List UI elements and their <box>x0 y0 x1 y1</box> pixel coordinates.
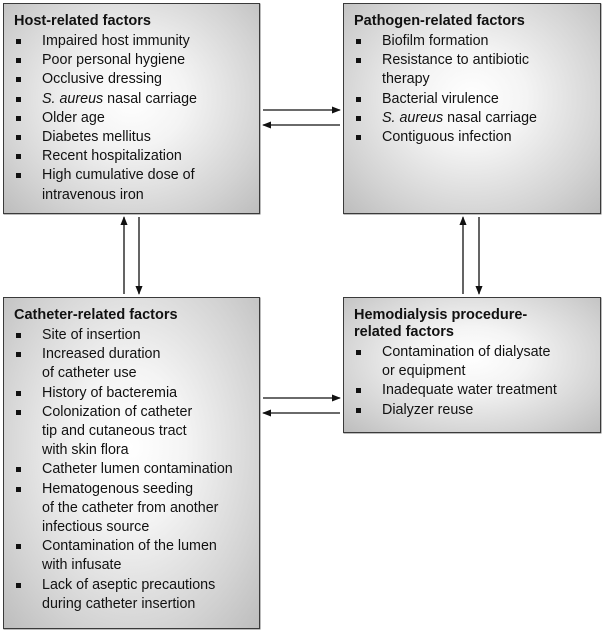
host-factors-box: Host-related factors Impaired host immun… <box>3 3 260 214</box>
bullet-icon <box>16 333 21 338</box>
bullet-icon <box>16 96 21 102</box>
list-item: Site of insertion <box>14 326 251 345</box>
list-item: Older age <box>14 109 251 128</box>
catheter-factors-title: Catheter-related factors <box>14 307 178 323</box>
list-item: History of bacteremia <box>14 384 251 403</box>
bullet-icon <box>16 544 21 550</box>
bullet-icon <box>16 58 21 64</box>
bullet-icon <box>356 135 361 141</box>
list-item: Poor personal hygiene <box>14 51 251 70</box>
hemodialysis-factors-box: Hemodialysis procedure-related factors C… <box>343 297 601 433</box>
bullet-icon <box>16 390 21 396</box>
bullet-icon <box>356 58 361 64</box>
list-item: Dialyzer reuse <box>354 401 592 420</box>
bullet-icon <box>356 96 361 102</box>
pathogen-factors-list: Biofilm formation Resistance to antibiot… <box>354 32 592 147</box>
list-item: Bacterial virulence <box>354 90 592 109</box>
list-item: Occlusive dressing <box>14 70 251 89</box>
bullet-icon <box>16 352 21 358</box>
list-item: Impaired host immunity <box>14 32 251 51</box>
bullet-icon <box>16 115 21 121</box>
bullet-icon <box>16 486 21 492</box>
list-item: Contiguous infection <box>354 128 592 147</box>
bullet-icon <box>16 173 21 179</box>
bullet-icon <box>16 135 21 141</box>
bullet-icon <box>16 77 21 83</box>
pathogen-factors-box: Pathogen-related factors Biofilm formati… <box>343 3 601 214</box>
catheter-factors-box: Catheter-related factors Site of inserti… <box>3 297 260 629</box>
bullet-icon <box>356 350 361 355</box>
bullet-icon <box>16 467 21 473</box>
bullet-icon <box>16 582 21 588</box>
list-item: Diabetes mellitus <box>14 128 251 147</box>
list-item: S. aureus nasal carriage <box>14 90 251 109</box>
list-item: Biofilm formation <box>354 32 592 51</box>
host-factors-title: Host-related factors <box>14 13 151 29</box>
list-item: Inadequate water treatment <box>354 381 592 400</box>
bullet-icon <box>356 39 361 44</box>
bullet-icon <box>16 154 21 160</box>
host-factors-list: Impaired host immunity Poor personal hyg… <box>14 32 251 205</box>
bullet-icon <box>16 409 21 415</box>
pathogen-factors-title: Pathogen-related factors <box>354 13 525 29</box>
list-item: Recent hospitalization <box>14 147 251 166</box>
bullet-icon <box>356 407 361 413</box>
hemodialysis-factors-title: Hemodialysis procedure-related factors <box>354 307 528 340</box>
bullet-icon <box>16 39 21 44</box>
list-item: Catheter lumen contamination <box>14 460 251 479</box>
bullet-icon <box>356 115 361 121</box>
bullet-icon <box>356 388 361 394</box>
list-item: S. aureus nasal carriage <box>354 109 592 128</box>
